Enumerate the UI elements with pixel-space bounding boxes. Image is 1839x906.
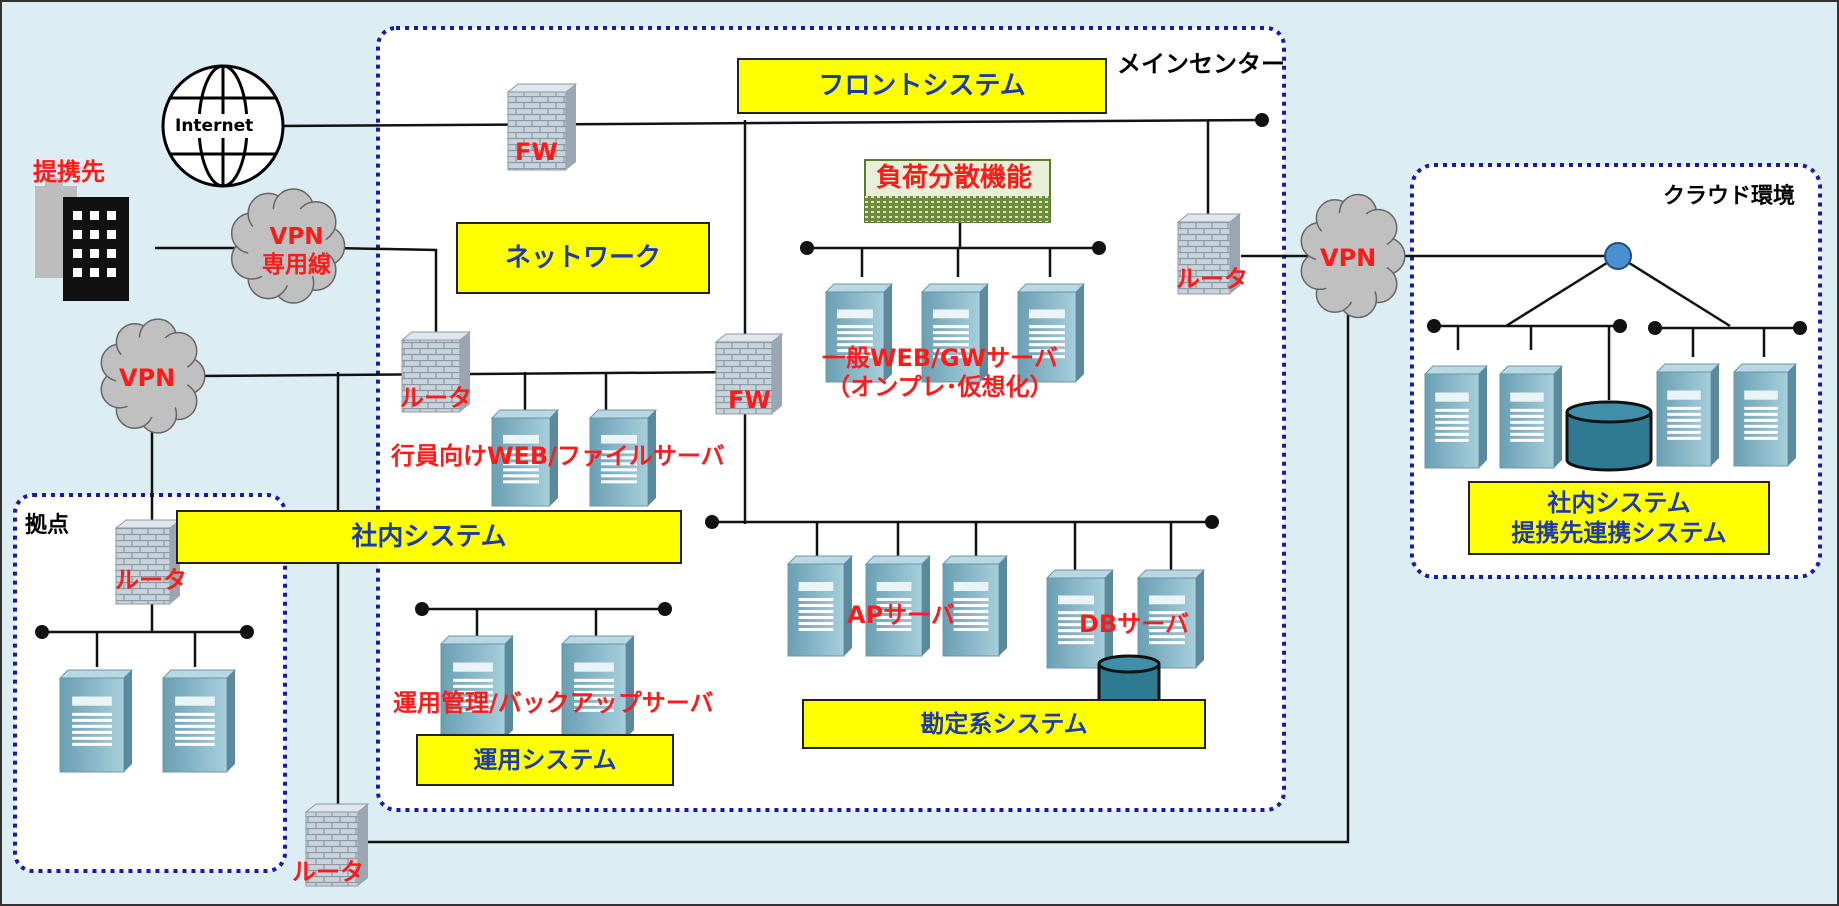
vpn-dedicated-label: VPN 専用線: [262, 224, 331, 279]
bus-endpoint-dot: [1613, 319, 1627, 333]
server-icon: [1498, 365, 1564, 469]
branch-zone-label: 拠点: [25, 513, 70, 538]
connector-line: [1617, 254, 1731, 328]
bus-endpoint-dot: [240, 625, 254, 639]
vpn-cloud-icon: [230, 188, 346, 304]
server-icon: [864, 555, 932, 657]
server-icon: [58, 669, 134, 773]
partner-building-icon: [35, 178, 129, 301]
bus-endpoint-dot: [800, 241, 814, 255]
bus-endpoint-dot: [705, 515, 719, 529]
bus-endpoints: [35, 113, 1807, 639]
firewall-icon: [114, 519, 182, 605]
router-label-branch: ルータ: [115, 566, 187, 594]
server-icon: [1136, 569, 1206, 669]
network-box: ネットワーク: [456, 222, 710, 294]
firewall-icon: [400, 331, 472, 413]
bus-endpoint-dot: [1648, 321, 1662, 335]
db-server-label: DBサーバ: [1079, 610, 1189, 638]
fw-label-internal: FW: [728, 386, 771, 414]
internal-system-box: 社内システム: [176, 510, 682, 564]
cloud-db-cylinder-icon: [1565, 400, 1653, 472]
cloud-zone: [1410, 163, 1822, 579]
load-balancer-icon: [864, 159, 1051, 223]
load-balancer-label: 負荷分散機能: [876, 163, 1033, 193]
internet-globe-icon: [161, 64, 285, 188]
connector-line: [365, 315, 1350, 844]
cloud-system-line-2: 提携先連携システム: [1511, 519, 1727, 547]
vpn-cloud-icon: [1300, 193, 1406, 319]
ap-server-label: APサーバ: [847, 601, 955, 629]
server-icon: [560, 635, 636, 739]
general-web-line-2: （オンプレ･仮想化）: [826, 372, 1054, 401]
main-center-label: メインセンター: [1117, 50, 1285, 78]
bus-endpoint-dot: [1255, 113, 1269, 127]
front-system-box: フロントシステム: [737, 58, 1107, 114]
vpn-cloud-icon: [100, 318, 206, 434]
server-icon: [588, 409, 658, 507]
server-icon: [1016, 283, 1086, 383]
server-icon: [824, 283, 894, 383]
firewall-icon: [304, 803, 370, 887]
general-web-server-label: 一般WEB/GWサーバ （オンプレ･仮想化）: [822, 344, 1058, 402]
cloud-hub-node: [1604, 242, 1632, 270]
server-icon: [920, 283, 990, 383]
staff-web-server-label: 行員向けWEB/ファイルサーバ: [391, 442, 725, 470]
vpn-label-branch: VPN: [119, 364, 176, 392]
fw-label-internet: FW: [515, 138, 558, 166]
firewall-icon: [506, 83, 578, 171]
server-icon: [1423, 365, 1489, 469]
connector-line: [1505, 254, 1619, 328]
cloud-systems-box: 社内システム 提携先連携システム: [1468, 481, 1770, 555]
general-web-line-1: 一般WEB/GWサーバ: [822, 344, 1058, 372]
vpn-label-cloud: VPN: [1320, 244, 1377, 272]
firewalls: [114, 83, 1242, 887]
firewall-icon: [714, 333, 784, 415]
vpn-clouds: [100, 188, 1406, 434]
branch-zone: [13, 493, 287, 873]
router-label-center: ルータ: [400, 384, 472, 412]
connector-line: [333, 246, 438, 334]
internet-label: Internet: [175, 116, 254, 136]
bus-endpoint-dot: [1427, 319, 1441, 333]
servers: [58, 283, 1798, 773]
server-icon: [941, 555, 1009, 657]
server-icon: [490, 409, 560, 507]
operations-system-box: 運用システム: [416, 734, 674, 786]
bus-endpoint-dot: [658, 602, 672, 616]
vpn-dedicated-line-1: VPN: [269, 224, 324, 250]
router-label-center-vpn: ルータ: [1176, 265, 1248, 293]
server-icon: [1045, 569, 1115, 669]
connector-line: [277, 118, 1263, 128]
core-banking-system-box: 勘定系システム: [802, 699, 1206, 749]
server-icon: [161, 669, 237, 773]
partner-label: 提携先: [33, 158, 105, 186]
bus-endpoint-dot: [415, 602, 429, 616]
bus-endpoint-dot: [1092, 241, 1106, 255]
ops-server-label: 運用管理/バックアップサーバ: [393, 689, 714, 717]
bus-endpoint-dot: [35, 625, 49, 639]
cloud-system-line-1: 社内システム: [1547, 489, 1691, 517]
connector-line: [194, 370, 749, 378]
server-icon: [1655, 363, 1721, 467]
server-icon: [1732, 363, 1798, 467]
cloud-zone-label: クラウド環境: [1663, 184, 1796, 209]
router-label-bottom: ルータ: [292, 858, 364, 886]
server-icon: [439, 635, 515, 739]
bus-endpoint-dot: [1205, 515, 1219, 529]
server-icon: [786, 555, 854, 657]
firewall-icon: [1176, 213, 1242, 295]
vpn-dedicated-line-2: 専用線: [262, 251, 331, 278]
bus-endpoint-dot: [1793, 321, 1807, 335]
